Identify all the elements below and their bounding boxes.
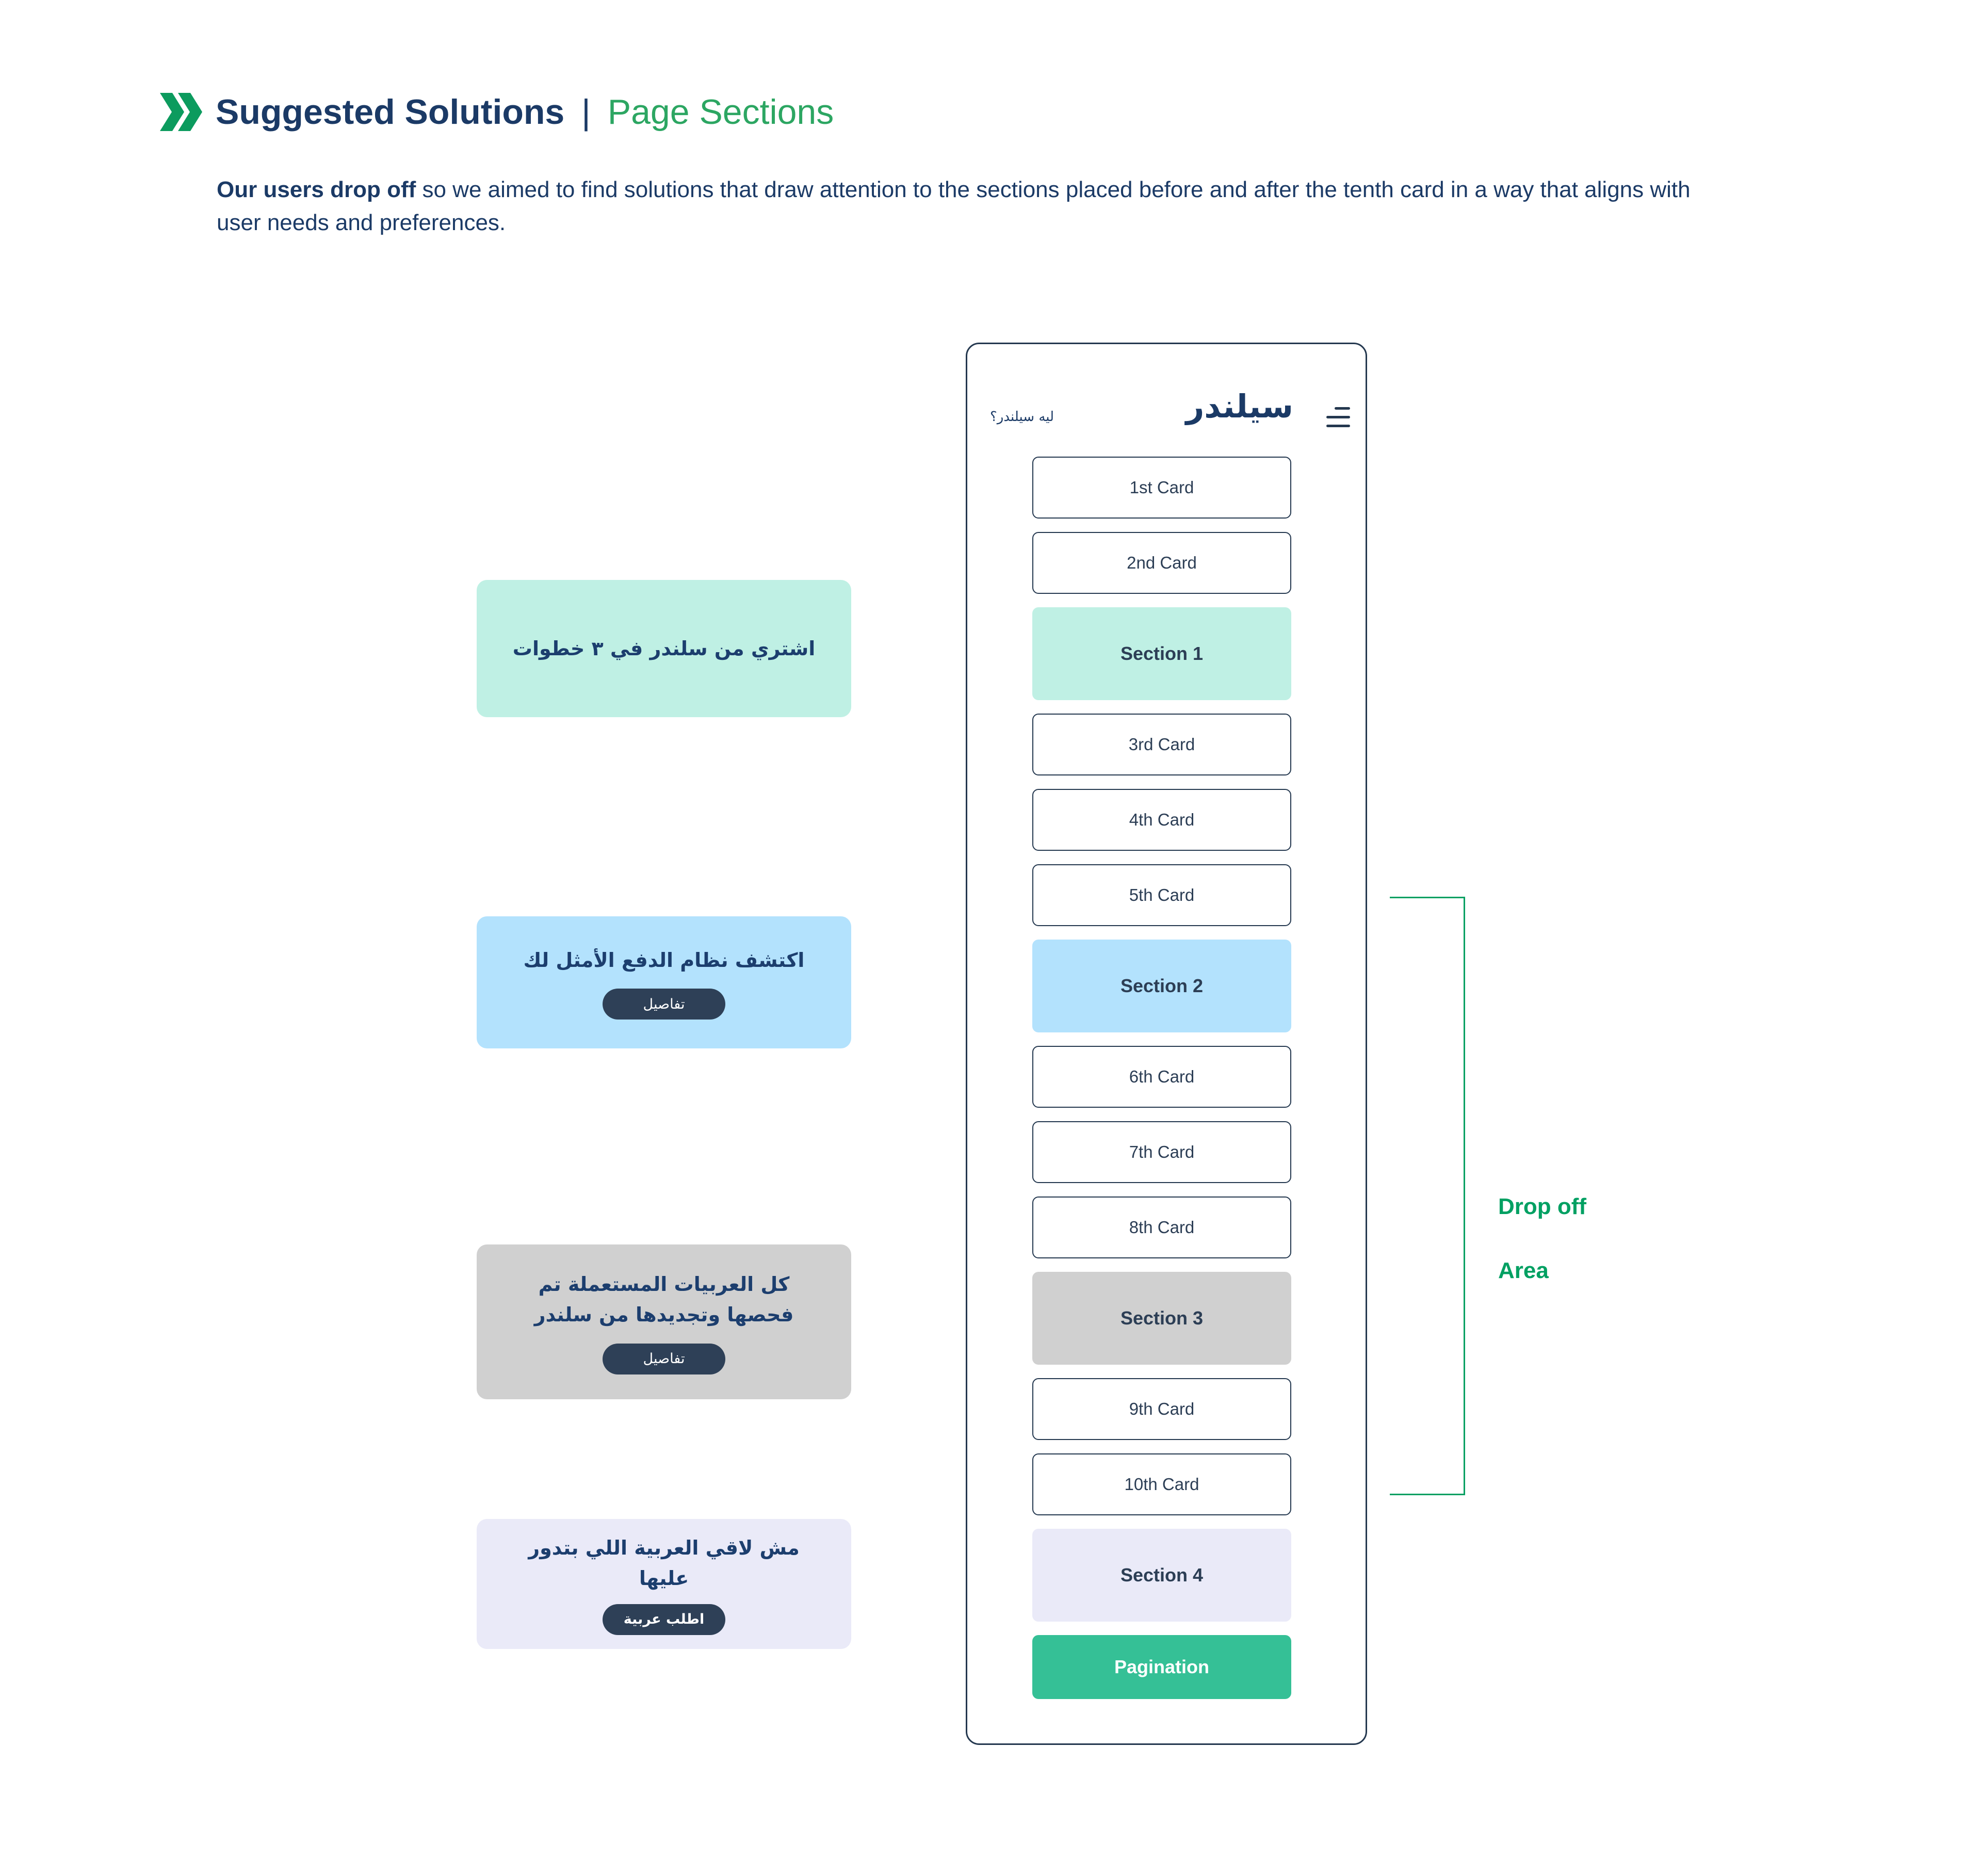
page-title: Suggested Solutions | Page Sections: [216, 92, 834, 132]
phone-item-label: 7th Card: [1129, 1142, 1195, 1161]
phone-card[interactable]: 6th Card: [1032, 1046, 1291, 1108]
phone-pagination[interactable]: Pagination: [1032, 1635, 1291, 1699]
details-button[interactable]: تفاصيل: [603, 989, 725, 1020]
callout-text: اشتري من سلندر في ٣ خطوات: [512, 637, 816, 660]
phone-item-label: Section 2: [1120, 975, 1204, 996]
phone-card[interactable]: 9th Card: [1032, 1378, 1291, 1440]
callout-card-buy-steps: اشتري من سلندر في ٣ خطوات: [477, 580, 851, 717]
callout-text: اكتشف نظام الدفع الأمثل لك: [523, 948, 805, 972]
phone-item-label: 1st Card: [1129, 478, 1194, 497]
phone-card[interactable]: 7th Card: [1032, 1121, 1291, 1183]
phone-card[interactable]: 5th Card: [1032, 864, 1291, 926]
phone-card[interactable]: 3rd Card: [1032, 714, 1291, 775]
phone-section[interactable]: Section 3: [1032, 1272, 1291, 1365]
phone-card[interactable]: 4th Card: [1032, 789, 1291, 851]
hamburger-menu-icon[interactable]: [1326, 407, 1350, 427]
phone-item-label: 10th Card: [1124, 1475, 1199, 1494]
request-car-button[interactable]: اطلب عربية: [603, 1604, 725, 1635]
phone-item-label: 3rd Card: [1128, 735, 1195, 754]
page-title-secondary: Page Sections: [607, 92, 834, 132]
title-separator: |: [581, 92, 591, 132]
phone-section[interactable]: Section 1: [1032, 607, 1291, 700]
phone-section[interactable]: Section 2: [1032, 940, 1291, 1032]
phone-card[interactable]: 2nd Card: [1032, 532, 1291, 594]
phone-card[interactable]: 8th Card: [1032, 1196, 1291, 1258]
phone-item-label: Pagination: [1114, 1656, 1209, 1677]
details-button[interactable]: تفاصيل: [603, 1343, 725, 1374]
dropoff-bracket: [1390, 897, 1465, 1495]
dropoff-label-line1: Drop off: [1498, 1194, 1587, 1219]
page-title-primary: Suggested Solutions: [216, 92, 565, 132]
dropoff-label-line2: Area: [1498, 1258, 1549, 1283]
phone-nav-link-why-sylndr[interactable]: ليه سيلندر؟: [990, 409, 1054, 425]
phone-item-label: 6th Card: [1129, 1067, 1195, 1086]
callout-card-payment: اكتشف نظام الدفع الأمثل لك تفاصيل: [477, 916, 851, 1048]
phone-item-label: Section 4: [1120, 1564, 1204, 1586]
description-paragraph: Our users drop off so we aimed to find s…: [217, 173, 1718, 239]
phone-card[interactable]: 1st Card: [1032, 457, 1291, 519]
phone-item-label: 2nd Card: [1127, 553, 1197, 572]
phone-item-label: Section 3: [1120, 1307, 1204, 1329]
phone-item-label: 8th Card: [1129, 1218, 1195, 1237]
phone-section[interactable]: Section 4: [1032, 1529, 1291, 1622]
page-header: Suggested Solutions | Page Sections: [160, 92, 834, 132]
phone-item-label: 5th Card: [1129, 885, 1195, 904]
description-rest: so we aimed to find solutions that draw …: [217, 177, 1691, 235]
callout-card-request-car: مش لاقي العربية اللي بتدور عليها اطلب عر…: [477, 1519, 851, 1649]
callout-text: كل العربيات المستعملة تم فحصها وتجديدها …: [534, 1273, 794, 1326]
phone-item-label: 9th Card: [1129, 1399, 1195, 1418]
sylndr-logo: سيلندر: [1186, 387, 1293, 425]
callout-text: مش لاقي العربية اللي بتدور عليها: [528, 1537, 800, 1590]
phone-item-label: Section 1: [1120, 643, 1204, 664]
double-chevron-icon: [160, 93, 202, 131]
dropoff-area-label: Drop off Area: [1498, 1159, 1586, 1287]
callout-card-inspection: كل العربيات المستعملة تم فحصها وتجديدها …: [477, 1244, 851, 1399]
phone-item-label: 4th Card: [1129, 810, 1195, 829]
phone-card[interactable]: 10th Card: [1032, 1453, 1291, 1515]
description-bold: Our users drop off: [217, 177, 416, 202]
